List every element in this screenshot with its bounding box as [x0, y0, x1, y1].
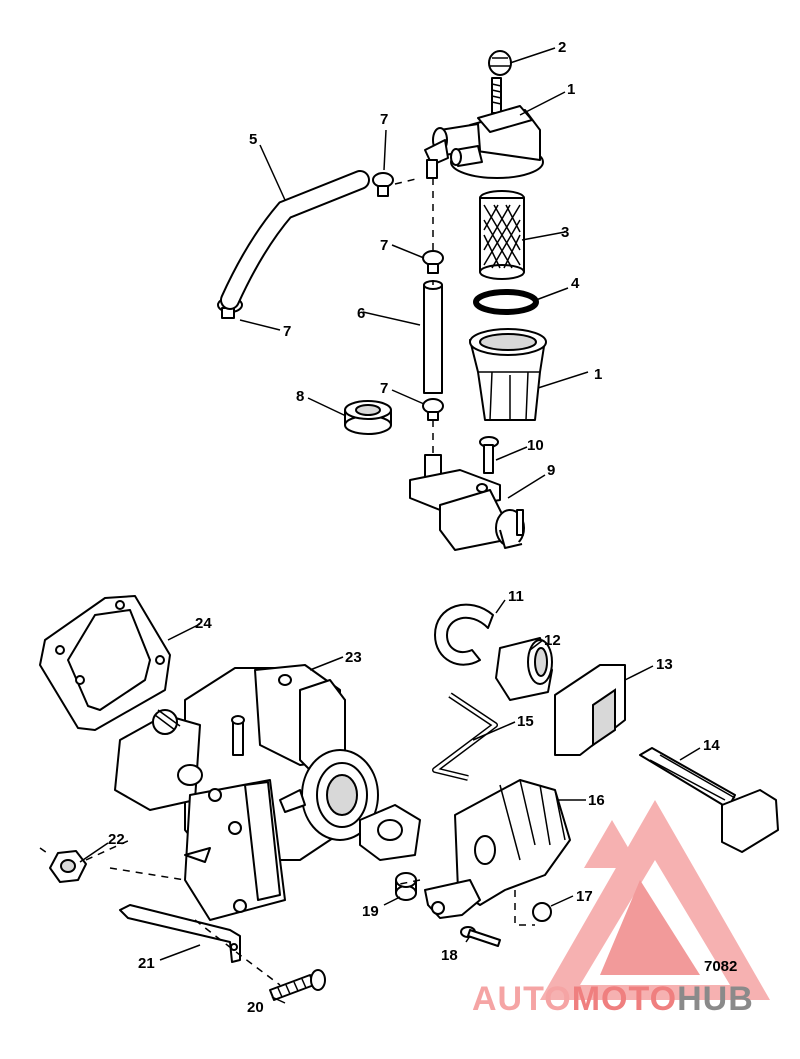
watermark-text-moto: MOTO: [572, 980, 677, 1018]
part-18-screw: [460, 926, 501, 947]
callout-7-left: 7: [283, 323, 291, 340]
callout-6: 6: [357, 305, 365, 322]
callout-16: 16: [588, 792, 605, 809]
part-7-clamp-c: [422, 398, 444, 421]
part-1-filter-bowl: [469, 328, 547, 421]
part-19-spacer: [395, 872, 417, 901]
callout-8: 8: [296, 388, 304, 405]
callout-2: 2: [558, 39, 566, 56]
part-7-clamp-a: [372, 172, 394, 197]
callout-3: 3: [561, 224, 569, 241]
callout-22: 22: [108, 831, 125, 848]
part-17-ball: [532, 902, 552, 922]
callout-4: 4: [571, 275, 580, 292]
callout-7-upper: 7: [380, 237, 388, 254]
part-12-bushing: [495, 637, 553, 701]
part-21-bracket: [119, 904, 241, 963]
alignment-line-lower: [39, 839, 535, 986]
watermark-logo: [540, 800, 770, 1000]
part-3-filter-element: [479, 190, 525, 280]
callout-14: 14: [703, 737, 720, 754]
callout-1-filter-bowl: 1: [594, 366, 602, 383]
part-11-clip: [434, 603, 494, 666]
callout-18: 18: [441, 947, 458, 964]
part-16-throttle-cover: [424, 779, 571, 919]
part-8-seal: [344, 400, 392, 435]
svg-text:AUTOMOTOHUB: AUTOMOTOHUB: [472, 980, 754, 1018]
part-15-link-rod: [432, 692, 498, 781]
part-6-short-hose: [423, 280, 443, 394]
part-5-long-hose: [220, 170, 370, 310]
callout-12: 12: [544, 632, 561, 649]
watermark-wordmark: AUTOMOTOHUB: [472, 980, 754, 1018]
watermark-text-auto: AUTO: [472, 980, 572, 1018]
callout-15: 15: [517, 713, 534, 730]
part-20-screw: [269, 969, 326, 1001]
callout-labels: 1 2 3 4 1 5 6 7 7 7 7 8 9 10 11 12 13 14…: [108, 39, 737, 1016]
part-9-fuel-connector: [409, 454, 525, 551]
callout-7-top: 7: [380, 111, 388, 128]
callout-19: 19: [362, 903, 379, 920]
callout-5: 5: [249, 131, 257, 148]
part-13-pad: [554, 664, 626, 756]
figure-number: 7082: [704, 958, 737, 975]
callout-11: 11: [508, 588, 524, 605]
callout-7-lower: 7: [380, 380, 388, 397]
part-22-nut: [49, 850, 87, 883]
part-7-clamp-b: [422, 250, 444, 274]
callout-17: 17: [576, 888, 593, 905]
part-23-carburetor-body: [114, 664, 421, 921]
callout-20: 20: [247, 999, 264, 1016]
callout-21: 21: [138, 955, 155, 972]
callout-1-filter-head: 1: [567, 81, 575, 98]
part-1-filter-head: [424, 77, 544, 179]
callout-24: 24: [195, 615, 212, 632]
callout-leaders: [79, 47, 701, 1004]
part-24-gasket: [39, 595, 171, 731]
part-10-screw: [479, 436, 499, 474]
part-14-choke-knob: [639, 747, 779, 853]
callout-23: 23: [345, 649, 362, 666]
callout-13: 13: [656, 656, 673, 673]
watermark-text-hub: HUB: [677, 980, 754, 1018]
alignment-line-upper: [394, 177, 434, 455]
part-2-nut: [488, 50, 512, 76]
callout-10: 10: [527, 437, 544, 454]
part-4-o-ring: [473, 289, 539, 315]
callout-9: 9: [547, 462, 555, 479]
